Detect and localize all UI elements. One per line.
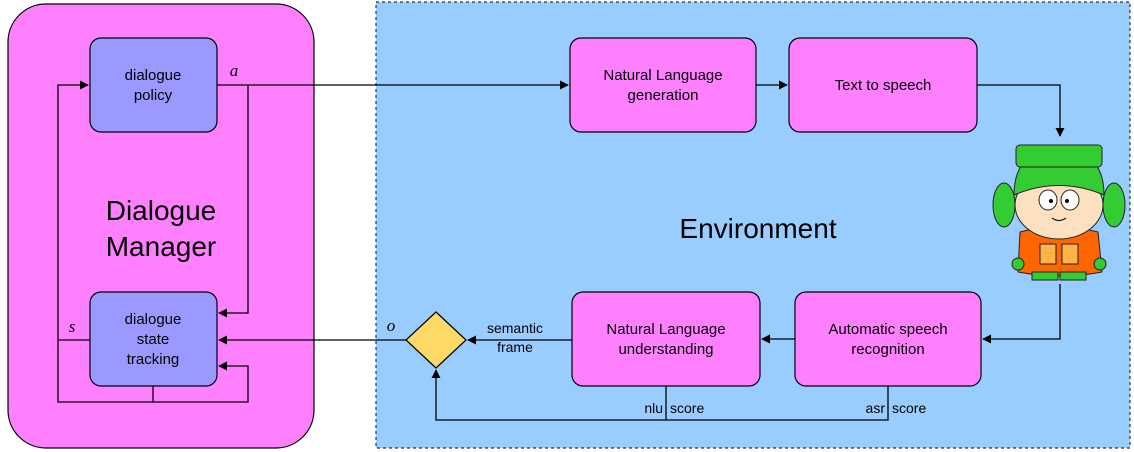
label-action: a: [230, 61, 239, 80]
label-asr-score-part2: score: [892, 400, 926, 416]
user-character-icon: [992, 144, 1126, 281]
decision-diamond: [405, 311, 467, 369]
arrow-tts-to-character: [977, 84, 1065, 137]
dialogue-manager-region: [7, 3, 315, 449]
label-semantic-frame-line1: semantic: [487, 320, 543, 336]
nlu-label-line1: Natural Language: [606, 321, 725, 338]
label-observation: o: [387, 316, 396, 335]
asr-box: [794, 291, 982, 387]
nlg-box: [569, 37, 757, 133]
nlu-label-line2: understanding: [618, 341, 713, 358]
label-nlu-score-part2: score: [670, 400, 704, 416]
dialogue-state-tracking-line2: state: [137, 331, 170, 348]
nlg-label-line1: Natural Language: [603, 67, 722, 84]
arrow-tracking-self-loop: [152, 361, 249, 403]
nlg-label-line2: generation: [628, 87, 699, 104]
dialogue-policy-label-line2: policy: [134, 87, 173, 104]
label-semantic-frame-line2: frame: [497, 339, 533, 355]
asr-label-line1: Automatic speech: [828, 321, 947, 338]
nlu-box: [571, 291, 761, 387]
arrow-scores-to-diamond: [431, 369, 889, 421]
tts-label: Text to speech: [835, 77, 932, 94]
dialogue-manager-title-line2: Manager: [106, 231, 217, 262]
label-asr-score-part1: asr: [866, 400, 886, 416]
arrow-policy-to-tracking: [218, 85, 249, 318]
dialogue-state-tracking-line3: tracking: [127, 351, 180, 368]
arrow-character-to-asr: [982, 284, 1061, 344]
arrow-tracking-to-policy: [57, 80, 90, 341]
environment-title: Environment: [679, 213, 836, 244]
dialogue-policy-label-line1: dialogue: [125, 67, 182, 84]
dialogue-policy-box: [89, 37, 218, 133]
line-state-to-bottom: [57, 340, 153, 403]
label-nlu-score-part1: nlu: [644, 400, 663, 416]
asr-label-line2: recognition: [851, 341, 924, 358]
label-state: s: [69, 317, 76, 336]
dialogue-state-tracking-line1: dialogue: [125, 311, 182, 328]
dialogue-manager-title-line1: Dialogue: [106, 195, 217, 226]
